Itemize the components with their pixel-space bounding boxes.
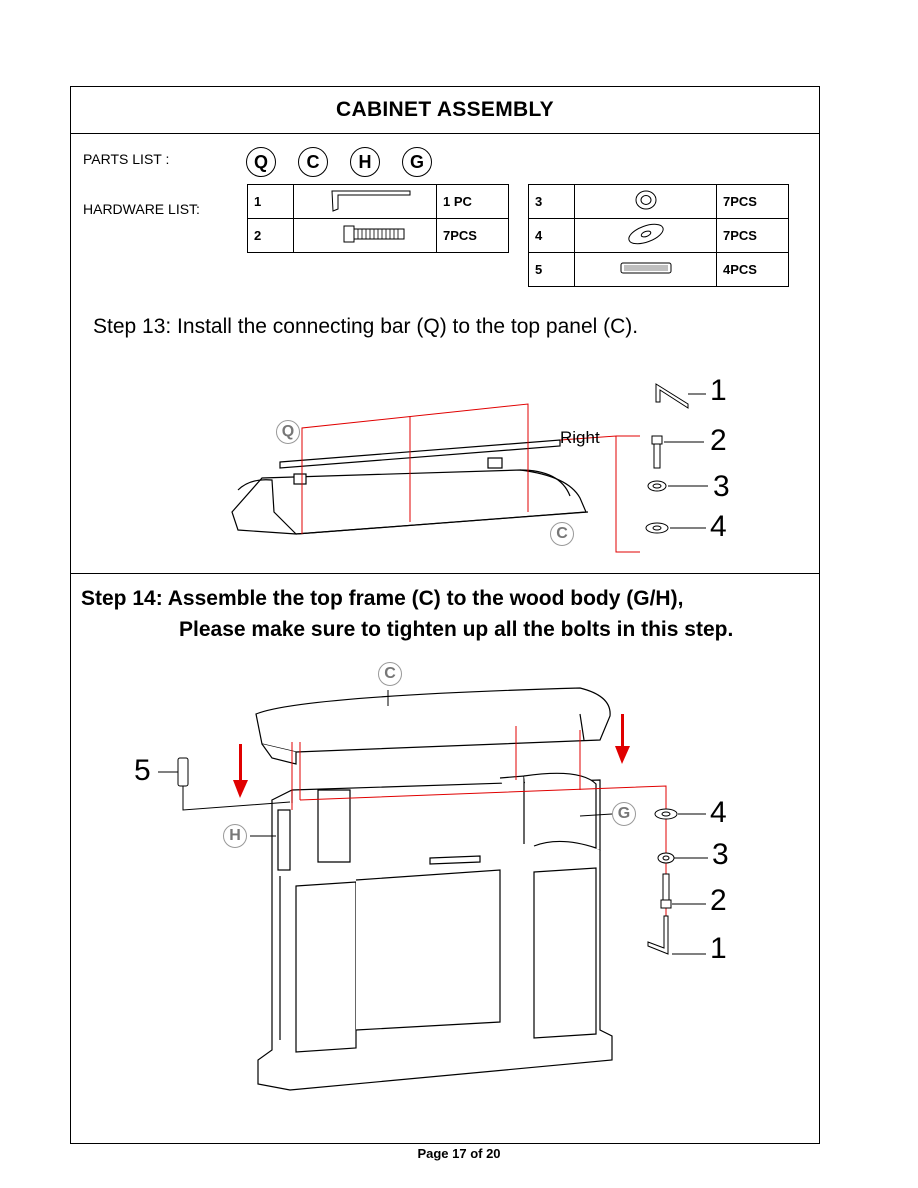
tag-c: C	[550, 522, 574, 546]
hw-qty: 4PCS	[716, 252, 789, 287]
part-h: H	[350, 147, 380, 177]
parts-list-label: PARTS LIST :	[83, 151, 170, 167]
page-title: CABINET ASSEMBLY	[336, 98, 554, 121]
hardware-table-right: 3 7PCS 4 7PCS 5 4PCS	[528, 184, 789, 287]
tag-c-step14: C	[378, 662, 402, 686]
table-row: 5 4PCS	[528, 252, 789, 287]
step-14-instruction: Step 14: Assemble the top frame (C) to t…	[81, 583, 733, 645]
parts-list: Q C H G	[246, 147, 432, 177]
hw-callout-2: 2	[710, 424, 727, 457]
hw-callout-1: 1	[710, 374, 727, 407]
step-14-line-1: Step 14: Assemble the top frame (C) to t…	[81, 587, 684, 610]
hw-callout-4-step14: 4	[710, 796, 727, 829]
hw-callout-2-step14: 2	[710, 884, 727, 917]
title-row: CABINET ASSEMBLY	[71, 87, 819, 134]
part-q: Q	[246, 147, 276, 177]
table-row: 2 7PCS	[247, 218, 509, 253]
hw-callout-1-step14: 1	[710, 932, 727, 965]
table-row: 3 7PCS	[528, 184, 789, 219]
bolt-icon	[293, 218, 437, 253]
hw-num: 5	[528, 252, 575, 287]
dowel-icon	[574, 252, 717, 287]
step-divider	[71, 573, 819, 574]
part-c: C	[298, 147, 328, 177]
tag-q: Q	[276, 420, 300, 444]
page-number: Page 17 of 20	[417, 1146, 501, 1161]
tag-g: G	[612, 802, 636, 826]
step-13-instruction: Step 13: Install the connecting bar (Q) …	[93, 315, 639, 338]
hw-num: 3	[528, 184, 575, 219]
right-label: Right	[560, 428, 600, 447]
hw-callout-3: 3	[713, 470, 730, 503]
hw-callout-5: 5	[134, 754, 151, 787]
hw-callout-3-step14: 3	[712, 838, 729, 871]
hardware-table-left: 1 1 PC 2 7PCS	[247, 184, 509, 253]
hw-callout-4: 4	[710, 510, 727, 543]
step-14-line-2: Please make sure to tighten up all the b…	[179, 618, 734, 641]
tag-h: H	[223, 824, 247, 848]
part-g: G	[402, 147, 432, 177]
allen-key-icon	[293, 184, 437, 219]
assembly-page-frame: CABINET ASSEMBLY PARTS LIST : Q C H G HA…	[70, 86, 820, 1144]
hw-qty: 7PCS	[436, 218, 509, 253]
hw-num: 2	[247, 218, 294, 253]
hw-num: 1	[247, 184, 294, 219]
hardware-list-label: HARDWARE LIST:	[83, 201, 200, 217]
hw-qty: 7PCS	[716, 184, 789, 219]
